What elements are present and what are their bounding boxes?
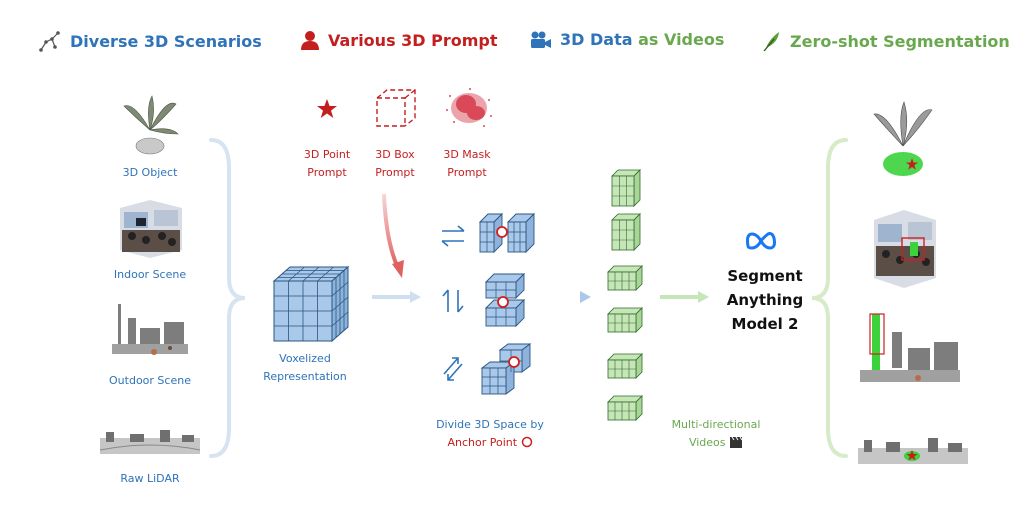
video-camera-icon xyxy=(531,31,551,48)
sam-title: Segment Anything Model 2 xyxy=(710,264,820,336)
feather-icon xyxy=(763,32,779,52)
header-label-videos-a: 3D Data xyxy=(560,30,639,49)
split-block-diagonal xyxy=(480,343,532,395)
raw-lidar-image xyxy=(99,430,201,454)
videos-label: Multi-directional Videos xyxy=(656,416,776,452)
swap-diagonal-icon xyxy=(443,357,463,381)
swap-vertical-icon xyxy=(442,289,464,313)
prompt-box-label: 3D Box Prompt xyxy=(355,146,435,182)
anchor-circle-icon xyxy=(521,436,532,448)
outdoor-scene-image xyxy=(112,304,188,355)
divide-label-line-1: Divide 3D Space by xyxy=(436,418,544,431)
header-item-segmentation: Zero-shot Segmentation xyxy=(762,30,1010,52)
input-label-outdoor: Outdoor Scene xyxy=(109,374,191,387)
videos-label-line-2: Videos xyxy=(688,436,726,449)
prompt-mask-label: 3D Mask Prompt xyxy=(427,146,507,182)
arrow-to-videos xyxy=(542,291,591,303)
clapperboard-icon xyxy=(730,436,743,448)
voxel-label-line-1: Voxelized xyxy=(279,352,331,365)
header-label-scenarios: Diverse 3D Scenarios xyxy=(70,31,262,51)
mask-prompt-icon xyxy=(446,88,492,127)
video-frame-stacks xyxy=(607,169,643,421)
sam-line-2: Anything xyxy=(726,291,804,309)
left-bracket xyxy=(209,138,246,458)
header-label-prompt: Various 3D Prompt xyxy=(328,30,498,50)
header-item-videos: 3D Data as Videos xyxy=(530,30,724,49)
sam-line-3: Model 2 xyxy=(731,315,799,333)
arrow-to-divide xyxy=(372,291,421,303)
voxel-cube xyxy=(272,265,350,343)
user-icon xyxy=(301,31,319,50)
star-icon xyxy=(317,99,337,118)
sam-line-1: Segment xyxy=(727,267,803,285)
indoor-scene-image xyxy=(120,200,182,258)
segmented-plant-image xyxy=(873,101,933,176)
segmented-outdoor-image xyxy=(860,313,960,382)
prompt-mask-line-2: Prompt xyxy=(447,166,487,179)
voxel-label: Voxelized Representation xyxy=(245,350,365,386)
videos-label-line-1: Multi-directional xyxy=(671,418,761,431)
split-block-vertical xyxy=(484,272,526,328)
header-label-videos-b: as Videos xyxy=(638,30,725,49)
input-label-object: 3D Object xyxy=(122,166,178,179)
prompt-arrow xyxy=(382,193,404,278)
prompt-point-line-1: 3D Point xyxy=(303,148,351,161)
prompt-box-line-2: Prompt xyxy=(375,166,415,179)
prompt-mask-line-1: 3D Mask xyxy=(443,148,491,161)
voxel-label-line-2: Representation xyxy=(263,370,347,383)
constellation-icon xyxy=(39,31,60,52)
arrow-to-sam xyxy=(660,291,709,303)
header-label-segmentation: Zero-shot Segmentation xyxy=(790,31,1010,51)
split-block-horizontal xyxy=(478,212,536,254)
segmented-indoor-image xyxy=(874,210,936,288)
meta-logo-icon xyxy=(746,232,776,250)
segmented-lidar-image xyxy=(858,438,968,464)
prompt-point-line-2: Prompt xyxy=(307,166,347,179)
plant-object-image xyxy=(123,95,179,155)
swap-horizontal-icon xyxy=(441,225,465,247)
right-bracket xyxy=(811,138,848,458)
box-prompt-icon xyxy=(376,89,416,127)
header-item-prompt: Various 3D Prompt xyxy=(300,30,498,50)
divide-label-anchor: Anchor Point xyxy=(447,436,518,449)
input-label-lidar: Raw LiDAR xyxy=(120,472,180,485)
prompt-point-label: 3D Point Prompt xyxy=(287,146,367,182)
prompt-box-line-1: 3D Box xyxy=(375,148,415,161)
header-item-scenarios: Diverse 3D Scenarios xyxy=(38,30,262,52)
divide-label-line-2: Anchor Point xyxy=(420,434,560,452)
input-label-indoor: Indoor Scene xyxy=(113,268,187,281)
